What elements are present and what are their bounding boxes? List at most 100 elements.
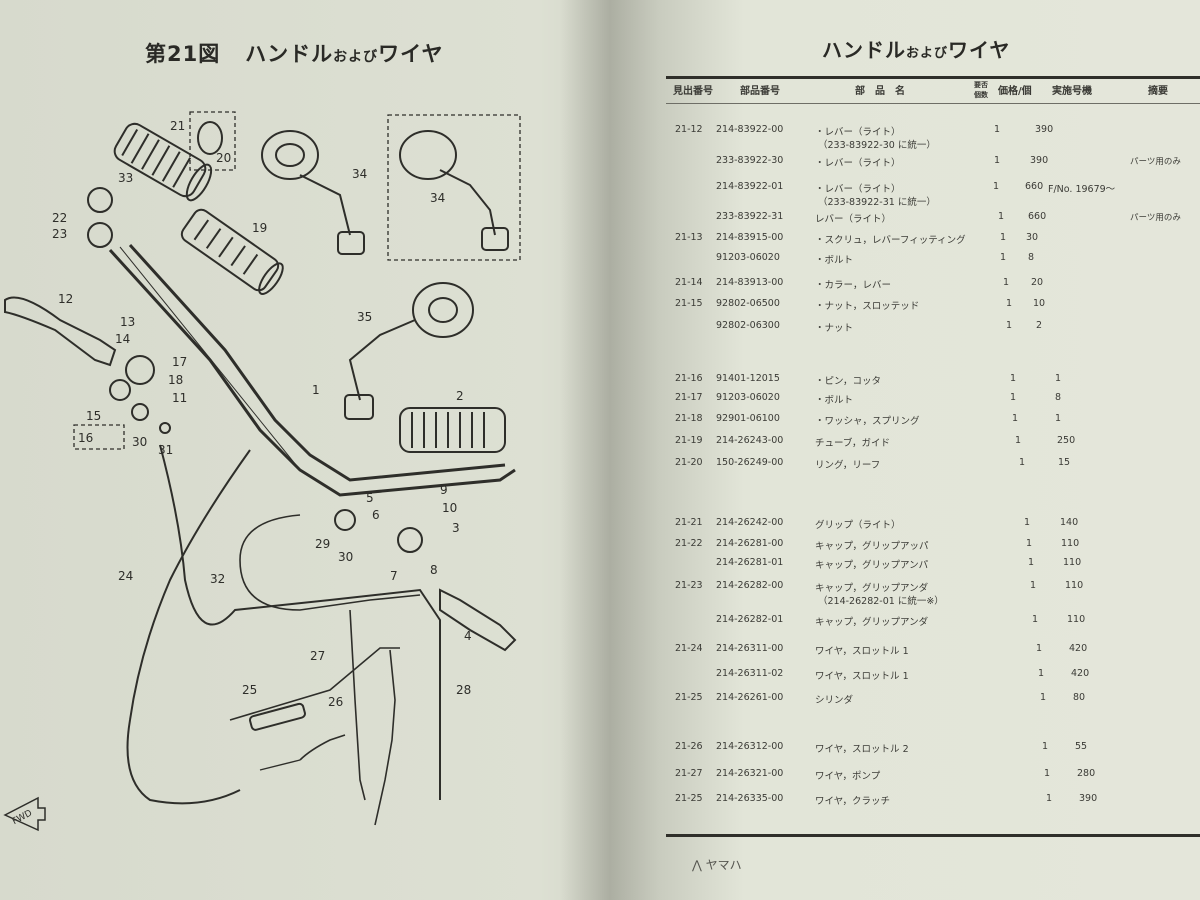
- cell-price: 420: [1069, 643, 1088, 654]
- callout-13: 13: [120, 315, 135, 329]
- cell-name: ワイヤ，スロットル 1: [815, 646, 909, 657]
- cell-part: 214-26335-00: [716, 793, 784, 804]
- cell-qty: 1: [1019, 457, 1026, 468]
- cell-ref: 21-19: [675, 435, 703, 446]
- parts-row: 21-14 214-83913-00 ・カラー，レバー 1 20: [600, 277, 1200, 291]
- cell-qty: 1: [998, 211, 1005, 222]
- cell-price: 110: [1061, 538, 1080, 549]
- footer-rule: [666, 834, 1200, 837]
- cell-price: 110: [1063, 557, 1082, 568]
- cell-qty: 1: [1015, 435, 1022, 446]
- cell-qty: 1: [1000, 232, 1007, 243]
- cell-part: 214-26281-01: [716, 557, 784, 568]
- header-serial: 実施号機: [1052, 86, 1092, 97]
- cell-part: 214-83913-00: [716, 277, 784, 288]
- cell-price: 10: [1033, 298, 1046, 309]
- cell-part: 233-83922-31: [716, 211, 784, 222]
- callout-11: 11: [172, 391, 187, 405]
- tube-19-drawing: [180, 208, 284, 295]
- cell-price: 110: [1065, 580, 1084, 591]
- cell-qty: 1: [1012, 413, 1019, 424]
- cell-part: 214-26321-00: [716, 768, 784, 779]
- parts-list-title: ハンドルおよびワイヤ: [822, 34, 1010, 63]
- cell-qty: 1: [1040, 692, 1047, 703]
- cell-ref: 21-26: [675, 741, 703, 752]
- header-part: 部品番号: [740, 86, 780, 97]
- callout-23: 23: [52, 227, 67, 241]
- callout-14: 14: [115, 332, 130, 346]
- cell-price: 1: [1055, 373, 1062, 384]
- cell-ref: 21-16: [675, 373, 703, 384]
- cell-qty: 1: [1003, 277, 1010, 288]
- cell-part: 150-26249-00: [716, 457, 784, 468]
- cell-part: 91401-12015: [716, 373, 780, 384]
- cell-price: 390: [1030, 155, 1049, 166]
- cell-qty: 1: [1028, 557, 1035, 568]
- cell-qty: 1: [1026, 538, 1033, 549]
- cell-ref: 21-14: [675, 277, 703, 288]
- cell-ref: 21-13: [675, 232, 703, 243]
- cell-name: ・カラー，レバー: [815, 280, 892, 291]
- cell-part: 214-26242-00: [716, 517, 784, 528]
- cell-part: 233-83922-30: [716, 155, 784, 166]
- list-title-b: および: [906, 46, 949, 61]
- cell-part: 214-83922-01: [716, 181, 784, 192]
- parts-row-note: （233-83922-30 に統一）: [818, 140, 936, 151]
- cell-name: ・ナット，スロッテッド: [815, 301, 920, 312]
- callout-31: 31: [158, 443, 173, 457]
- cell-ref: 21-18: [675, 413, 703, 424]
- callout-17: 17: [172, 355, 187, 369]
- header-qty-a: 要否: [974, 81, 988, 89]
- parts-row-note: （214-26282-01 に統一※）: [818, 596, 944, 607]
- callout-18: 18: [168, 373, 183, 387]
- cell-qty: 1: [994, 124, 1001, 135]
- cell-qty: 1: [1046, 793, 1053, 804]
- callout-20: 20: [216, 151, 231, 165]
- cell-name: ワイヤ，ポンプ: [815, 771, 881, 782]
- callout-16: 16: [78, 431, 93, 445]
- cell-name: ・ボルト: [815, 255, 854, 266]
- callout-3: 3: [452, 521, 460, 535]
- footer-logo-icon: ⋀: [692, 858, 702, 872]
- callout-8: 8: [430, 563, 438, 577]
- cell-price: 80: [1073, 692, 1086, 703]
- cell-qty: 1: [1038, 668, 1045, 679]
- callout-24: 24: [118, 569, 133, 583]
- cell-qty: 1: [1030, 580, 1037, 591]
- cell-name: グリップ（ライト）: [815, 520, 901, 531]
- cell-price: 20: [1031, 277, 1044, 288]
- cell-price: 30: [1026, 232, 1039, 243]
- callout-32: 32: [210, 572, 225, 586]
- cell-price: 2: [1036, 320, 1043, 331]
- cell-name: ・スクリュ，レバーフィッティング: [815, 235, 966, 246]
- cell-name: ・レバー（ライト）: [815, 158, 901, 169]
- callout-26: 26: [328, 695, 343, 709]
- header-remarks: 摘要: [1148, 86, 1168, 97]
- cell-qty: 1: [1010, 392, 1017, 403]
- cell-part: 91203-06020: [716, 392, 780, 403]
- figure-title-b: および: [333, 49, 379, 65]
- cell-ref: 21-25: [675, 793, 703, 804]
- grip-2-drawing: [399, 407, 506, 453]
- callout-5: 5: [366, 491, 374, 505]
- callout-33: 33: [118, 171, 133, 185]
- cell-name: ワイヤ，クラッチ: [815, 796, 891, 807]
- cell-qty: 1: [1006, 298, 1013, 309]
- cell-part: 214-83915-00: [716, 232, 784, 243]
- cell-ref: 21-21: [675, 517, 703, 528]
- header-rule-bottom: [666, 103, 1200, 104]
- cell-name: ・レバー（ライト）: [815, 184, 901, 195]
- header-name: 部 品 名: [855, 86, 905, 97]
- cell-price: 8: [1028, 252, 1035, 263]
- cell-part: 214-26311-02: [716, 668, 784, 679]
- cell-name: ・ピン，コッタ: [815, 376, 882, 387]
